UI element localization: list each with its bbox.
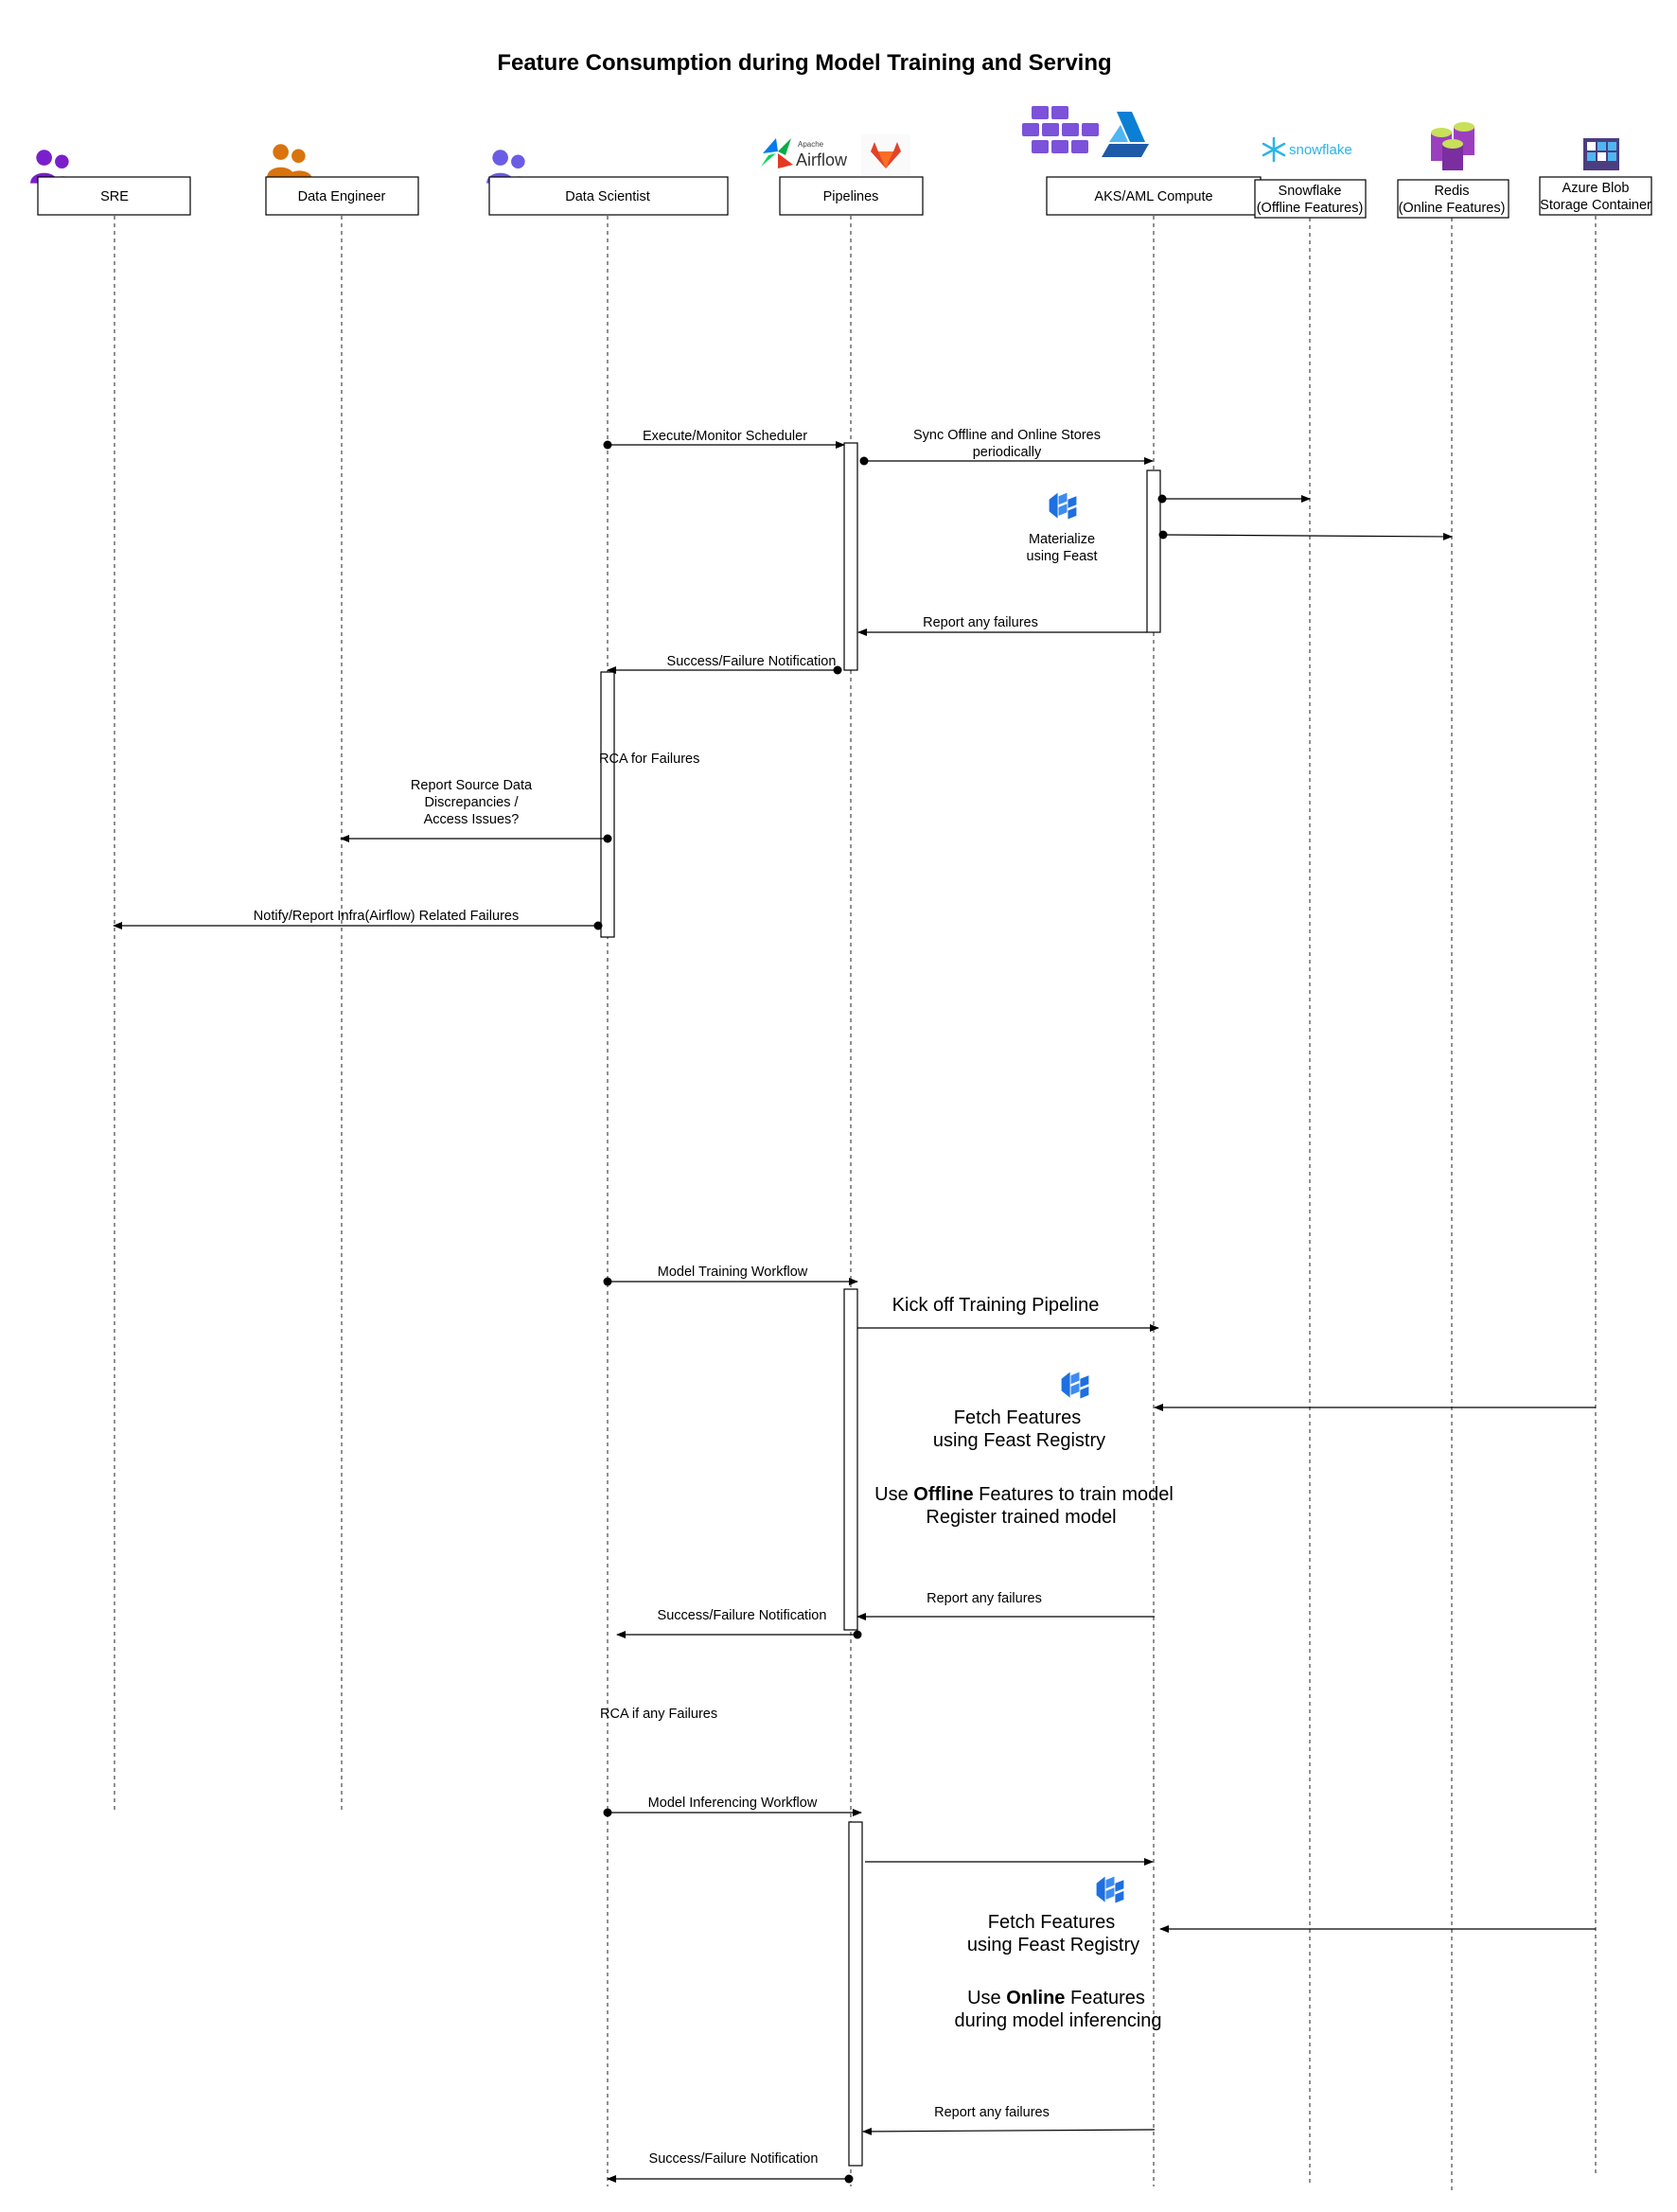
participant-sre: SRE [37,176,191,216]
success-failure-1-label: Success/Failure Notification [667,654,837,669]
fetch-inference-label-1: Fetch Features [988,1912,1116,1933]
rca-if-any-label: RCA if any Failures [600,1707,717,1722]
participant-azure-blob-label-2: Storage Container [1540,198,1651,213]
azure-blob-storage-icon [1583,138,1619,170]
message-report-failures-1: Report any failures [857,615,1147,636]
activation-pipelines-1 [843,442,858,671]
success-failure-3-label: Success/Failure Notification [649,2151,819,2167]
participant-data-engineer-label: Data Engineer [298,189,386,204]
feast-logo-icon [1061,1371,1089,1399]
message-report-source: Report Source Data Discrepancies / Acces… [340,778,612,843]
materialize-label-1: Materialize [1029,532,1095,547]
model-training-label: Model Training Workflow [658,1265,808,1280]
aks-kubernetes-icon [1022,106,1099,153]
activation-pipelines-2 [843,1288,858,1631]
participant-data-scientist: Data Scientist [488,176,729,216]
fetch-training-label-1: Fetch Features [954,1407,1082,1428]
participant-azure-blob-label-1: Azure Blob [1562,181,1630,196]
message-success-failure-2: Success/Failure Notification [616,1608,862,1639]
execute-monitor-label: Execute/Monitor Scheduler [643,429,807,444]
message-to-redis [1158,530,1453,540]
report-failures-1-label: Report any failures [923,615,1038,630]
use-online-label: Use Online Features [967,1988,1145,2008]
message-fetch-inference: Fetch Features using Feast Registry [967,1876,1596,1955]
redis-database-icon [1431,122,1474,170]
participant-compute: AKS/AML Compute [1046,176,1262,216]
model-inferencing-label: Model Inferencing Workflow [648,1796,818,1811]
participant-pipelines: Pipelines [779,176,924,216]
activation-compute-1 [1146,469,1161,633]
fetch-training-label-2: using Feast Registry [933,1430,1105,1451]
participant-snowflake-label-2: (Offline Features) [1257,201,1364,216]
participant-redis-label-1: Redis [1434,184,1469,199]
during-inferencing-label: during model inferencing [954,2010,1161,2031]
diagram-title: Feature Consumption during Model Trainin… [497,50,1111,76]
report-source-label-2: Discrepancies / [424,795,519,810]
snowflake-icon: snowflake [1262,136,1352,163]
fetch-inference-label-2: using Feast Registry [967,1935,1139,1955]
message-success-failure-3: Success/Failure Notification [607,2151,854,2184]
report-failures-2-label: Report any failures [927,1591,1042,1606]
participant-data-scientist-label: Data Scientist [565,189,649,204]
snowflake-logo-text: snowflake [1289,142,1352,158]
participant-data-engineer: Data Engineer [265,176,419,216]
message-model-inferencing: Model Inferencing Workflow [603,1796,862,1817]
airflow-logo-icon: Apache Airflow [761,138,848,169]
participant-azure-blob: Azure Blob Storage Container [1539,176,1652,216]
message-model-training: Model Training Workflow [603,1265,858,1286]
data-engineer-user-icon [267,144,312,180]
airflow-small-label: Apache [798,140,824,149]
report-failures-3-label: Report any failures [934,2105,1050,2120]
participant-sre-label: SRE [100,189,129,204]
message-execute-monitor: Execute/Monitor Scheduler [603,429,845,450]
airflow-label: Airflow [796,150,848,169]
participant-redis-label-2: (Online Features) [1399,201,1506,216]
feast-logo-icon [1049,492,1077,520]
notify-infra-label: Notify/Report Infra(Airflow) Related Fai… [254,909,519,924]
message-success-failure-1: Success/Failure Notification [607,654,842,675]
message-report-failures-3: Report any failures [862,2105,1156,2135]
kick-off-label: Kick off Training Pipeline [892,1295,1100,1316]
participant-redis: Redis (Online Features) [1397,179,1509,219]
message-notify-infra: Notify/Report Infra(Airflow) Related Fai… [113,909,603,930]
sync-stores-label-1: Sync Offline and Online Stores [913,428,1101,443]
message-sync-stores: Sync Offline and Online Stores periodica… [859,428,1154,466]
use-offline-label: Use Offline Features to train model [874,1484,1174,1505]
activation-pipelines-3 [848,1821,863,2167]
materialize-note: Materialize using Feast [1027,492,1098,564]
materialize-label-2: using Feast [1027,549,1098,564]
report-source-label-1: Report Source Data [411,778,533,793]
activation-data-scientist-1 [600,671,615,938]
report-source-label-3: Access Issues? [424,812,520,827]
participant-compute-label: AKS/AML Compute [1094,189,1212,204]
sync-stores-label-2: periodically [973,445,1042,460]
register-model-label: Register trained model [926,1507,1116,1528]
participant-snowflake-label-1: Snowflake [1279,184,1342,199]
message-fetch-training: Fetch Features using Feast Registry [933,1371,1596,1451]
message-kick-off: Kick off Training Pipeline [857,1295,1159,1332]
participant-snowflake: Snowflake (Offline Features) [1254,179,1367,219]
rca-failures-label: RCA for Failures [599,752,699,767]
feast-logo-icon [1096,1876,1124,1903]
participant-pipelines-label: Pipelines [823,189,879,204]
gitlab-logo-icon [861,134,910,176]
message-to-snowflake [1157,494,1311,504]
success-failure-2-label: Success/Failure Notification [658,1608,827,1623]
azure-ml-icon [1102,112,1149,157]
message-report-failures-2: Report any failures [856,1591,1155,1620]
